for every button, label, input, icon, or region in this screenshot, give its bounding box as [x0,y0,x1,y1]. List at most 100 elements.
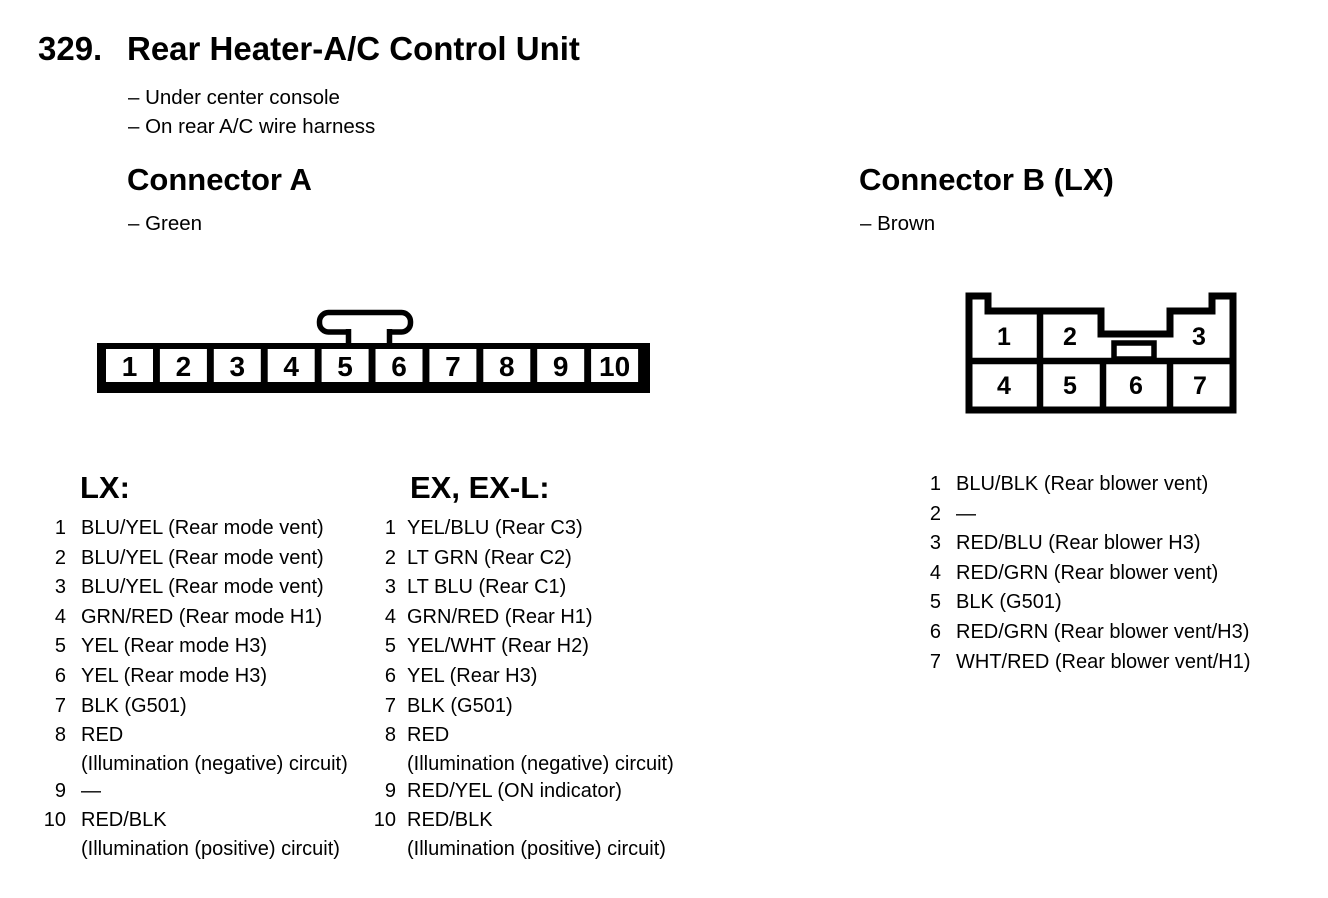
pin-number: 4 [997,372,1011,400]
pin-row-label: BLU/YEL (Rear mode vent) [81,546,324,569]
pin-row-number: 2 [384,546,396,569]
pin-row-label: — [956,502,976,525]
pin-row-number: 5 [54,635,66,658]
pin-row-number: 1 [54,517,66,539]
pin-row: 5 BLK (G501) [908,588,1251,618]
pin-number: 2 [1063,323,1077,351]
pin-row-label: WHT/RED (Rear blower vent/H1) [956,650,1251,673]
pin-cell [267,349,315,382]
pin-row-number: 7 [384,694,396,717]
connector-a-color-note: – Green [128,212,203,235]
pin-row-number: 1 [384,517,396,539]
pin-row-number: 2 [54,546,66,569]
pin-number: 1 [997,323,1011,351]
pin-row-label: RED/GRN (Rear blower vent) [956,561,1219,584]
pin-row-label: GRN/RED (Rear H1) [407,605,593,628]
pin-row: 5 YEL/WHT (Rear H2) [364,632,674,662]
pin-number: 5 [1063,372,1077,400]
connector-b-key-tab [1111,340,1157,362]
connector-a-latch-gap [351,325,387,344]
pin-row: 1 BLU/YEL (Rear mode vent) [34,514,348,544]
pin-row-label: RED/YEL (ON indicator) [407,779,622,802]
pin-row-label: YEL/WHT (Rear H2) [407,635,589,658]
pin-cell [106,349,153,382]
pin-number: 8 [499,351,515,382]
connector-a-latch-legs [345,329,393,345]
pin-row: 7 BLK (G501) [364,692,674,722]
pin-cell [213,349,261,382]
pin-row-number: 8 [384,724,396,747]
pin-cell [375,349,423,382]
pin-row-label: BLK (G501) [407,694,513,717]
pin-row-number: 3 [384,576,396,599]
pin-row-label: — [81,779,101,802]
pin-number: 5 [337,351,353,382]
pin-row-label: BLK (G501) [956,591,1062,614]
trim-heading-lx: LX: [80,470,130,505]
pin-row-number: 5 [384,635,396,658]
pin-row-number: 4 [384,605,396,628]
location-note: – Under center console [128,86,340,109]
pin-number: 10 [599,351,630,382]
pin-row-label: YEL (Rear mode H3) [81,664,267,687]
pin-number: 7 [1193,372,1207,400]
pin-cell [591,349,639,382]
pin-row-number: 3 [54,576,66,599]
pin-row-label: RED [81,724,124,747]
pin-row: 6 YEL (Rear mode H3) [34,662,348,692]
pin-row-label: YEL/BLU (Rear C3) [407,517,583,539]
pin-cell [429,349,477,382]
pin-cell [321,349,369,382]
connector-b-color-note: – Brown [860,212,936,235]
pin-row-label: RED/BLK [407,809,493,832]
pin-row-number: 9 [384,779,396,802]
pin-row-note: (Illumination (positive) circuit) [81,837,340,860]
section-number: 329. [38,30,103,67]
pin-number: 6 [391,351,407,382]
pin-row-number: 8 [54,724,66,747]
pin-number: 2 [176,351,192,382]
pin-row-number: 10 [373,809,396,832]
pin-row-note: (Illumination (negative) circuit) [81,752,348,775]
location-notes: – Under center console – On rear A/C wir… [128,84,375,141]
pin-row: 9 RED/YEL (ON indicator) [364,777,674,807]
pin-row: 8 RED [34,721,348,751]
page-title: Rear Heater-A/C Control Unit [127,30,580,67]
pin-number: 3 [1192,323,1206,351]
pin-number: 3 [230,351,246,382]
pin-row-note: (Illumination (positive) circuit) [407,837,666,860]
pin-row: 9— [34,777,348,807]
pin-row-note: (Illumination (negative) circuit) [407,752,674,775]
pin-row-number: 3 [929,532,941,555]
pin-row-number: 2 [929,502,941,525]
pin-row: 10 RED/BLK [364,806,674,836]
pin-row-label: BLU/YEL (Rear mode vent) [81,517,324,539]
pin-row-number: 6 [54,664,66,687]
pin-row-label: RED/GRN (Rear blower vent/H3) [956,620,1250,643]
pin-row: 4 GRN/RED (Rear H1) [364,603,674,633]
pin-row-number: 1 [929,473,941,495]
pin-number: 9 [553,351,569,382]
pin-row-number: 5 [929,591,941,614]
pin-row: 2 BLU/YEL (Rear mode vent) [34,544,348,574]
pin-number: 1 [122,351,138,382]
pin-row-label: BLU/YEL (Rear mode vent) [81,576,324,599]
trim-heading-ex: EX, EX-L: [410,470,550,505]
pin-row-label: RED/BLK [81,809,167,832]
pin-row-number: 7 [929,650,941,673]
pin-row: 1 YEL/BLU (Rear C3) [364,514,674,544]
connector-b-grid-lines [969,311,1233,410]
pin-row-label: YEL (Rear H3) [407,664,538,687]
